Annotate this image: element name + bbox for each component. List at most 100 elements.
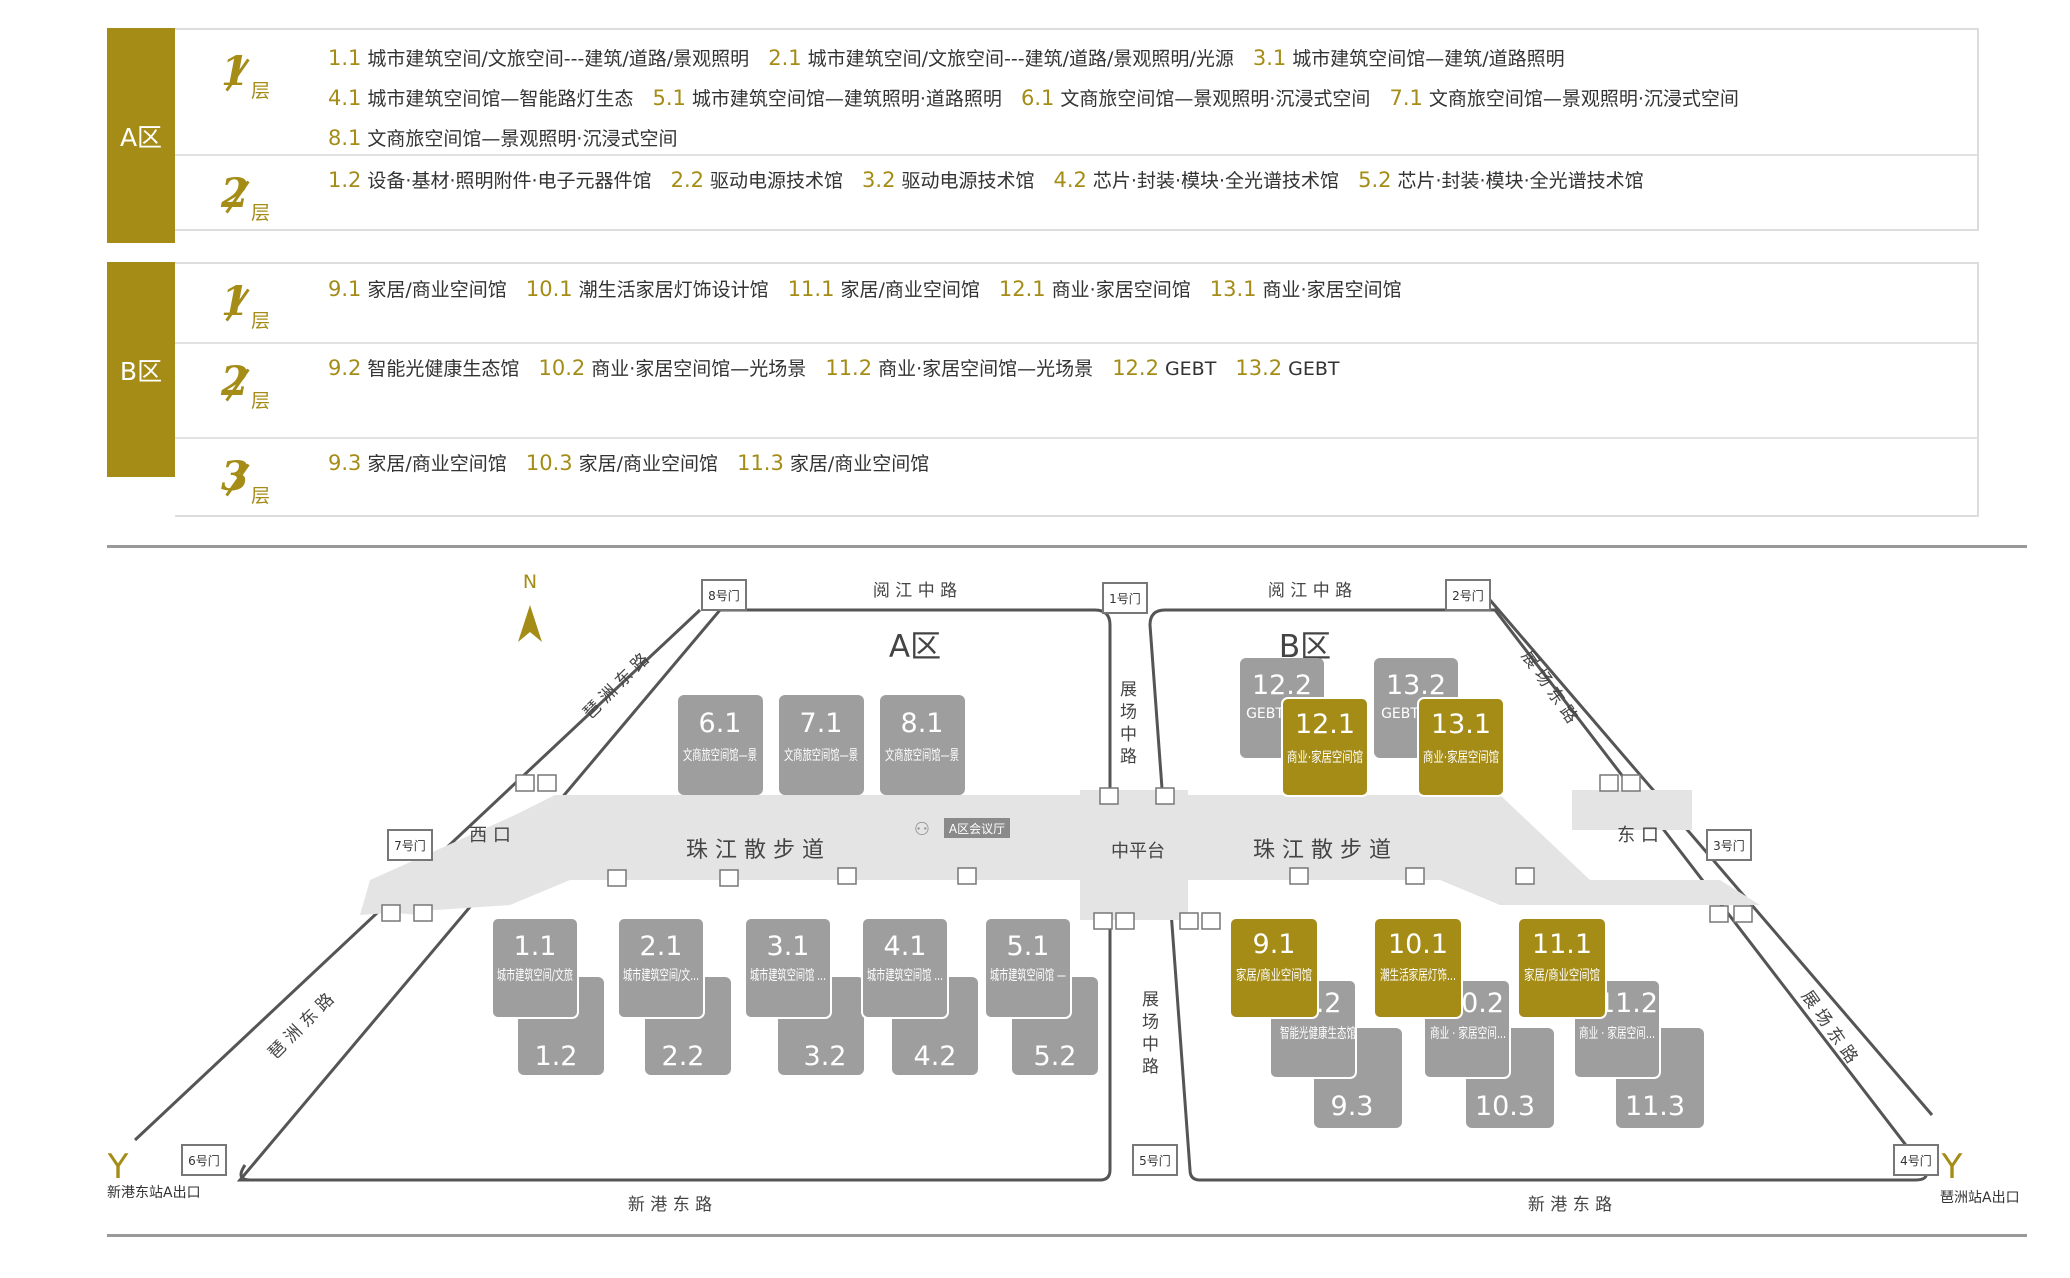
map-zone-a-label: A区 <box>889 629 941 665</box>
hall-3-1[interactable]: 3.1 城市建筑空间馆 ... <box>744 917 832 1019</box>
escalator-icon <box>1733 905 1753 923</box>
metro-icon: Y <box>1941 1147 1963 1187</box>
road-right-lower: 展 场 东 路 <box>1797 987 1862 1067</box>
svg-text:2.1: 2.1 <box>640 931 683 962</box>
svg-text:5.1: 5.1 <box>1007 931 1050 962</box>
gate-markers[interactable]: 8号门 1号门 2号门 3号门 4号门 5号门 6号门 7号门 <box>181 579 1939 1176</box>
gate-5: 5号门 <box>1139 1153 1171 1168</box>
svg-text:1.1: 1.1 <box>514 931 557 962</box>
escalator-icon <box>1515 867 1535 885</box>
escalator-icon <box>1289 867 1309 885</box>
hall-4-1[interactable]: 4.1 城市建筑空间馆 ... <box>861 917 949 1019</box>
gate-2: 2号门 <box>1452 588 1484 603</box>
svg-text:文商旅空间馆—景: 文商旅空间馆—景 <box>885 748 959 764</box>
svg-text:9.3: 9.3 <box>1331 1091 1374 1122</box>
escalator-icon <box>1093 912 1113 930</box>
road-bottom-a: 新 港 东 路 <box>628 1195 712 1215</box>
map-top-rule <box>107 545 2027 548</box>
floor-2-marker: 2 层 <box>221 358 281 418</box>
svg-text:12.1: 12.1 <box>1295 709 1355 740</box>
road-left-lower: 琶 洲 东 路 <box>265 990 339 1064</box>
escalator-icons <box>381 774 1753 930</box>
hall-2-2-label[interactable]: 2.2 <box>662 1041 705 1072</box>
floor-unit: 层 <box>251 485 271 507</box>
floor-unit: 层 <box>251 202 271 224</box>
hall-12-1[interactable]: 12.1 商业·家居空间馆 <box>1281 697 1369 797</box>
svg-text:13.1: 13.1 <box>1431 709 1491 740</box>
zone-a-label: A区 <box>119 122 163 152</box>
hall-6-1[interactable]: 6.1 文商旅空间馆—景 <box>678 695 763 795</box>
hall-4-2-label[interactable]: 4.2 <box>914 1041 957 1072</box>
escalator-icon <box>1599 774 1619 792</box>
svg-text:城市建筑空间/文旅: 城市建筑空间/文旅 <box>497 967 573 984</box>
svg-text:4.1: 4.1 <box>884 931 927 962</box>
hall-5-2-label[interactable]: 5.2 <box>1034 1041 1077 1072</box>
hall-8-1[interactable]: 8.1 文商旅空间馆—景 <box>880 695 965 795</box>
hall-2-1[interactable]: 2.1 城市建筑空间/文... <box>617 917 705 1019</box>
svg-text:家居/商业空间馆: 家居/商业空间馆 <box>1236 967 1312 984</box>
east-entrance-label: 东 口 <box>1617 825 1659 846</box>
hall-7-1[interactable]: 7.1 文商旅空间馆—景 <box>779 695 864 795</box>
hall-1-1[interactable]: 1.1 城市建筑空间/文旅 <box>491 917 579 1019</box>
svg-text:8.1: 8.1 <box>901 708 944 739</box>
road-left-upper: 琶 洲 东 路 <box>580 650 654 724</box>
escalator-icon <box>537 774 557 792</box>
escalator-icon <box>957 867 977 885</box>
hall-5-1[interactable]: 5.1 城市建筑空间馆 — <box>984 917 1072 1019</box>
hall-11-1[interactable]: 11.1 家居/商业空间馆 <box>1517 917 1607 1019</box>
svg-text:城市建筑空间馆 ...: 城市建筑空间馆 ... <box>750 967 826 984</box>
hall-10-1[interactable]: 10.1 潮生活家居灯饰... <box>1373 917 1463 1019</box>
hall-13-1[interactable]: 13.1 商业·家居空间馆 <box>1417 697 1505 797</box>
svg-text:13.2: 13.2 <box>1386 670 1446 701</box>
gate-6: 6号门 <box>188 1153 220 1168</box>
hall-9-1[interactable]: 9.1 家居/商业空间馆 <box>1229 917 1319 1019</box>
road-right-upper: 展 场 东 路 <box>1517 647 1582 727</box>
hall-3-2-label[interactable]: 3.2 <box>804 1041 847 1072</box>
svg-text:3.1: 3.1 <box>767 931 810 962</box>
north-arrow-icon <box>518 605 542 642</box>
svg-text:11.2: 11.2 <box>1598 988 1658 1019</box>
west-entrance-label: 西 口 <box>469 825 511 846</box>
hall-1-2-label[interactable]: 1.2 <box>535 1041 578 1072</box>
center-platform <box>1080 790 1188 920</box>
zone-b-boundary <box>1148 608 1928 1182</box>
escalator-icon <box>1179 912 1199 930</box>
svg-text:10.3: 10.3 <box>1475 1091 1535 1122</box>
svg-text:GEBT: GEBT <box>1381 706 1419 722</box>
zone-a-tab: A区 <box>107 28 175 243</box>
road-top-b: 阅 江 中 路 <box>1268 581 1352 601</box>
